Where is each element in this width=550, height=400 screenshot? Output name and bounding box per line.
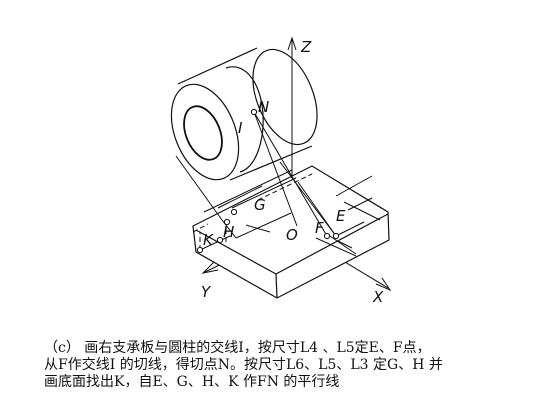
point-n-label: N (258, 98, 269, 116)
dimension-marks (245, 175, 381, 249)
z-axis-label: Z (300, 38, 312, 56)
point-k-label: K (203, 231, 214, 249)
point-o-label: O (286, 226, 298, 244)
base-block (192, 165, 390, 299)
cylinder (170, 47, 318, 181)
caption-line-2: 从F作交线I 的切线，得切点N。按尺寸L6、L5、L3 定G、H 并 (44, 357, 443, 373)
point-g-label: G (254, 196, 266, 214)
isometric-support-diagram: Z Y X N I G K H O F E (170, 36, 392, 306)
support-plate-lines (175, 111, 365, 257)
x-axis-label: X (372, 288, 384, 306)
point-e-label: E (336, 207, 346, 225)
figure-caption: （c） 画右支承板与圆柱的交线I，按尺寸L4 、L5定E、F点， 从F作交线I … (44, 340, 544, 391)
point-f-label: F (315, 219, 324, 237)
caption-line-3: 画底面找出K，自E、G、H、K 作FN 的平行线 (44, 374, 340, 390)
y-axis-label: Y (201, 283, 212, 301)
caption-line-1: （c） 画右支承板与圆柱的交线I，按尺寸L4 、L5定E、F点， (44, 340, 431, 356)
construction-points (196, 108, 340, 254)
line-i-label: I (238, 119, 243, 137)
point-h-label: H (223, 223, 234, 241)
